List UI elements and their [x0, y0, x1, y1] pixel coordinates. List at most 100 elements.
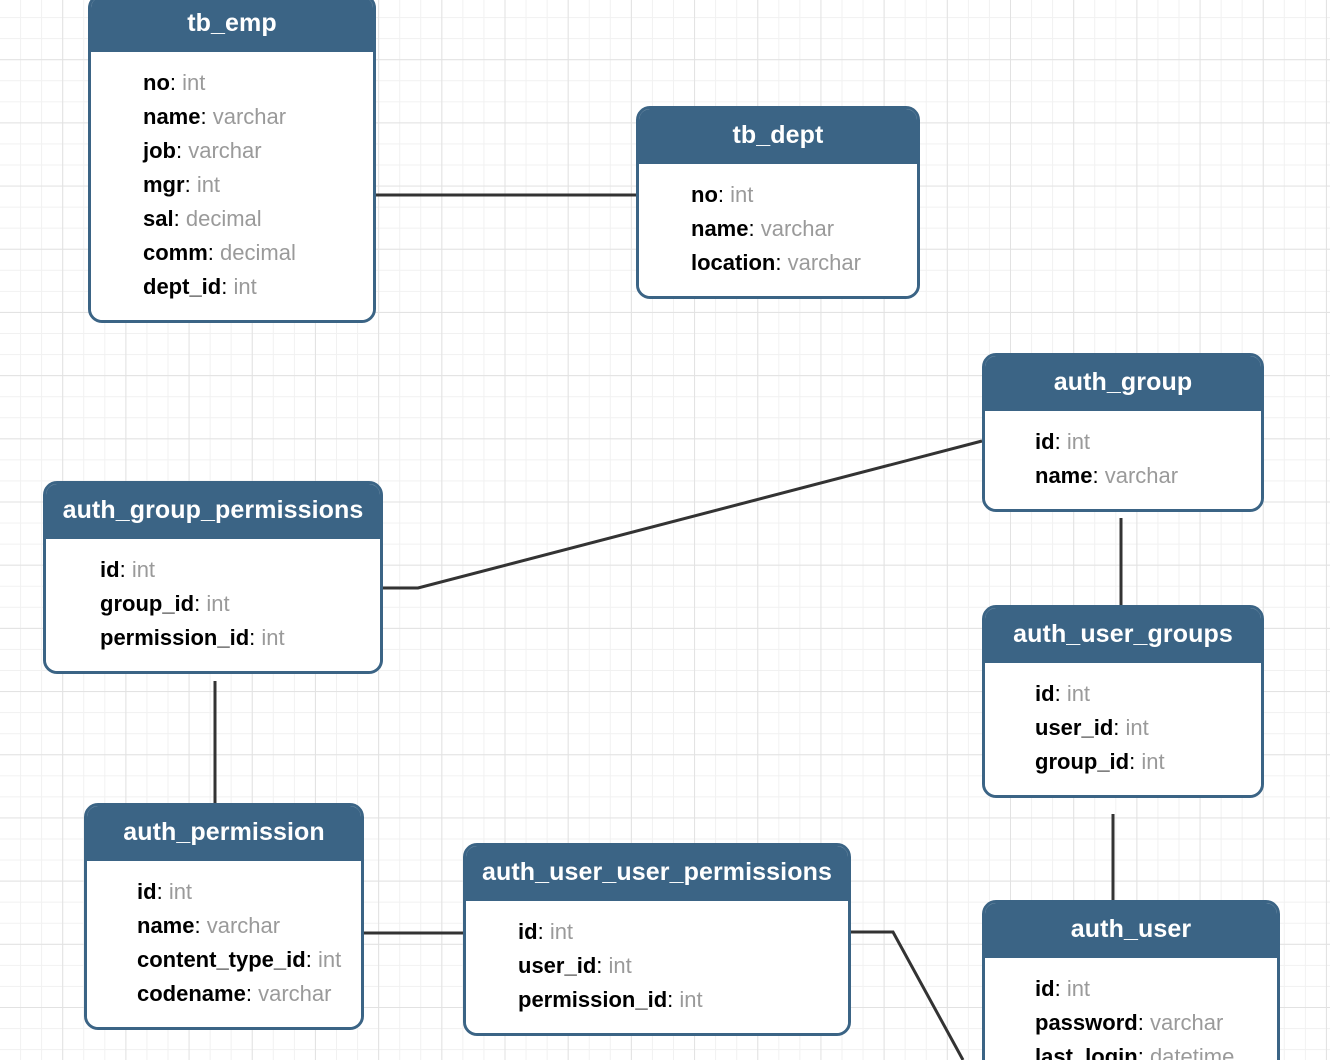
field-row: id: int — [985, 677, 1261, 711]
field-row: mgr: int — [91, 168, 373, 202]
entity-auth_permission[interactable]: auth_permission id: int name: varchar co… — [84, 803, 364, 1030]
field-separator: : — [176, 138, 183, 163]
field-row: name: varchar — [87, 909, 361, 943]
entity-fields-tb_dept: no: int name: varchar location: varchar — [639, 164, 917, 296]
field-separator: : — [1137, 1044, 1144, 1060]
field-separator: : — [1129, 749, 1136, 774]
entity-auth_group[interactable]: auth_group id: int name: varchar — [982, 353, 1264, 512]
field-separator: : — [1054, 429, 1061, 454]
field-row: codename: varchar — [87, 977, 361, 1011]
field-name: group_id — [100, 591, 195, 616]
field-type: varchar — [188, 138, 262, 163]
field-type: varchar — [760, 216, 835, 241]
field-type: int — [1066, 681, 1091, 706]
entity-title-auth_group_permissions: auth_group_permissions — [46, 484, 380, 539]
field-separator: : — [1137, 1010, 1144, 1035]
field-type: int — [206, 591, 230, 616]
field-type: varchar — [258, 981, 332, 1006]
field-row: comm: decimal — [91, 236, 373, 270]
entity-fields-auth_user_groups: id: int user_id: int group_id: int — [985, 663, 1261, 795]
field-row: sal: decimal — [91, 202, 373, 236]
field-separator: : — [596, 953, 603, 978]
field-type: int — [1066, 976, 1091, 1001]
field-row: no: int — [639, 178, 917, 212]
field-separator: : — [169, 70, 177, 95]
field-name: password — [1035, 1010, 1138, 1035]
field-separator: : — [249, 625, 256, 650]
field-row: content_type_id: int — [87, 943, 361, 977]
field-name: permission_id — [518, 987, 668, 1012]
field-type: int — [608, 953, 632, 978]
field-name: location — [691, 250, 776, 275]
field-name: id — [137, 879, 157, 904]
entity-title-tb_emp: tb_emp — [91, 0, 373, 52]
field-separator: : — [184, 172, 191, 197]
field-name: name — [143, 104, 201, 129]
field-separator: : — [1113, 715, 1120, 740]
field-name: group_id — [1035, 749, 1130, 774]
field-row: name: varchar — [985, 459, 1261, 493]
field-type: int — [679, 987, 703, 1012]
field-name: id — [1035, 681, 1055, 706]
entity-tb_dept[interactable]: tb_dept no: int name: varchar location: … — [636, 106, 920, 299]
entity-fields-tb_emp: no: int name: varchar job: varchar mgr: … — [91, 52, 373, 320]
entity-fields-auth_permission: id: int name: varchar content_type_id: i… — [87, 861, 361, 1027]
field-row: user_id: int — [985, 711, 1261, 745]
field-separator: : — [305, 947, 312, 972]
field-separator: : — [221, 274, 228, 299]
field-row: id: int — [985, 425, 1261, 459]
field-row: permission_id: int — [46, 621, 380, 655]
field-name: last_login — [1035, 1044, 1138, 1060]
field-separator: : — [1092, 463, 1099, 488]
field-row: user_id: int — [466, 949, 848, 983]
field-name: content_type_id — [137, 947, 306, 972]
entity-fields-auth_user: id: int password: varchar last_login: da… — [985, 958, 1277, 1060]
field-name: user_id — [518, 953, 597, 978]
field-separator: : — [119, 557, 126, 582]
field-name: permission_id — [100, 625, 250, 650]
edge-auth_group_permissions-auth_group — [383, 439, 983, 590]
field-row: no: int — [91, 66, 373, 100]
entity-auth_user[interactable]: auth_user id: int password: varchar last… — [982, 900, 1280, 1060]
field-name: id — [1035, 429, 1055, 454]
field-type: varchar — [1104, 463, 1179, 488]
field-name: codename — [137, 981, 246, 1006]
entity-auth_user_groups[interactable]: auth_user_groups id: int user_id: int gr… — [982, 605, 1264, 798]
entity-fields-auth_user_user_permissions: id: int user_id: int permission_id: int — [466, 901, 848, 1033]
field-type: decimal — [185, 206, 262, 231]
field-row: password: varchar — [985, 1006, 1277, 1040]
field-separator: : — [1054, 681, 1061, 706]
field-type: int — [730, 182, 754, 207]
field-separator: : — [173, 206, 180, 231]
edge-auth_user_user_permissions-auth_user — [851, 930, 965, 1060]
field-name: mgr — [143, 172, 185, 197]
field-type: int — [317, 947, 342, 972]
entity-auth_user_user_permissions[interactable]: auth_user_user_permissions id: int user_… — [463, 843, 851, 1036]
field-separator: : — [717, 182, 725, 207]
field-separator: : — [775, 250, 782, 275]
field-type: varchar — [206, 913, 281, 938]
field-row: id: int — [985, 972, 1277, 1006]
field-type: int — [1141, 749, 1165, 774]
field-separator: : — [667, 987, 674, 1012]
field-row: group_id: int — [985, 745, 1261, 779]
field-separator: : — [200, 104, 207, 129]
field-name: id — [518, 919, 538, 944]
field-type: int — [549, 919, 574, 944]
field-name: name — [691, 216, 749, 241]
entity-auth_group_permissions[interactable]: auth_group_permissions id: int group_id:… — [43, 481, 383, 674]
entity-title-auth_user_groups: auth_user_groups — [985, 608, 1261, 663]
field-row: group_id: int — [46, 587, 380, 621]
field-separator: : — [194, 913, 201, 938]
field-name: comm — [143, 240, 208, 265]
field-name: name — [1035, 463, 1093, 488]
field-name: name — [137, 913, 195, 938]
field-type: datetime — [1149, 1044, 1235, 1060]
field-row: name: varchar — [91, 100, 373, 134]
entity-fields-auth_group: id: int name: varchar — [985, 411, 1261, 509]
entity-title-tb_dept: tb_dept — [639, 109, 917, 164]
field-type: int — [168, 879, 193, 904]
entity-tb_emp[interactable]: tb_emp no: int name: varchar job: varcha… — [88, 0, 376, 323]
field-separator: : — [537, 919, 544, 944]
